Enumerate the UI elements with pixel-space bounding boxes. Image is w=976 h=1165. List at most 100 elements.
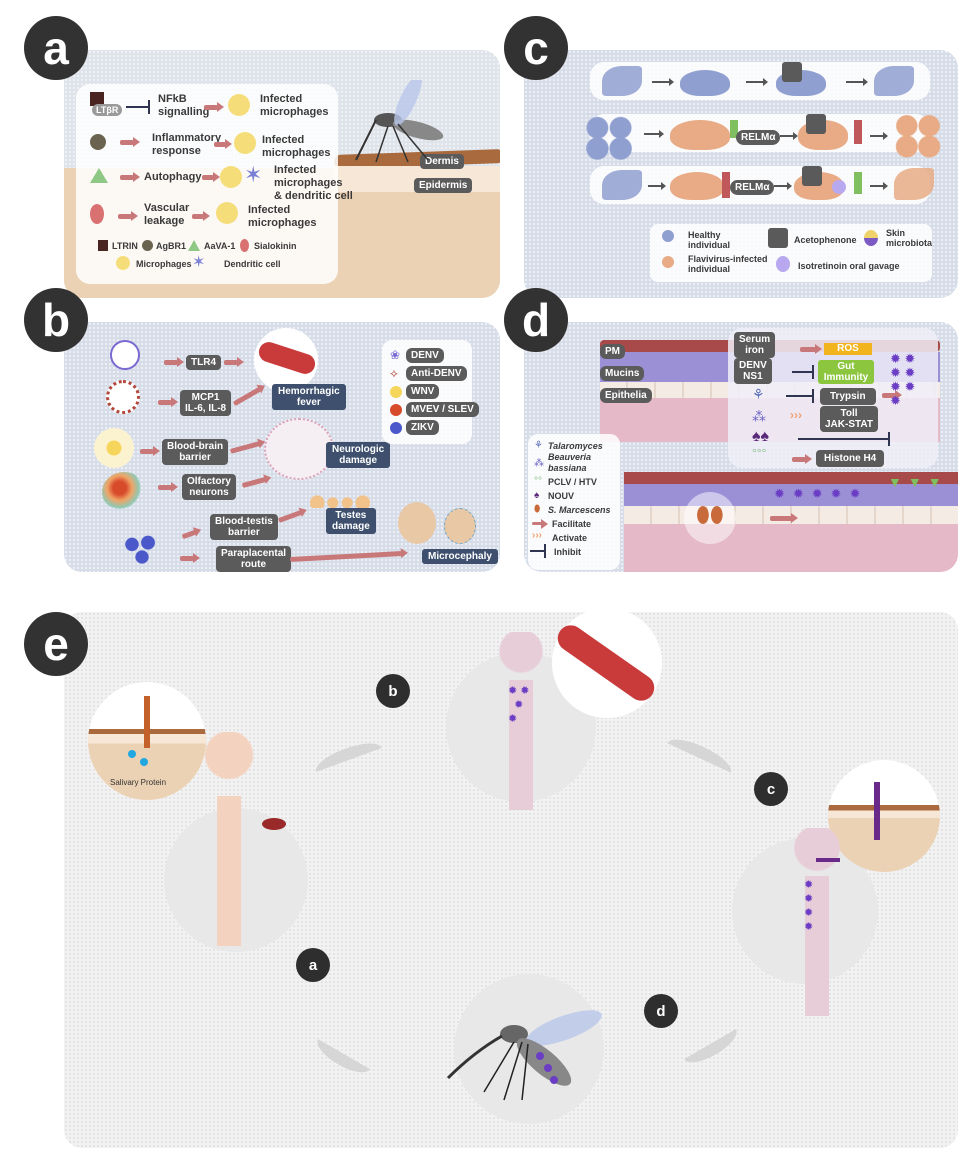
mosquito-healthy bbox=[874, 66, 914, 96]
purple-up-arrow-icon bbox=[874, 782, 880, 840]
legend-facilitate: Facilitate bbox=[552, 519, 592, 529]
virus-spread-icon: ✹✹✹✹✹ bbox=[774, 486, 869, 501]
layer-epithelia: Epithelia bbox=[600, 388, 652, 403]
legend-zikv: ZIKV bbox=[406, 420, 439, 435]
tissue-layer-bottom bbox=[624, 524, 958, 572]
legend-wnv-icon bbox=[390, 386, 402, 398]
macrophage-icon bbox=[220, 166, 242, 188]
anti-denv-source-icon bbox=[106, 380, 140, 414]
pclv-htv-icon: °°° bbox=[752, 446, 767, 460]
legend-aava1: AaVA-1 bbox=[204, 241, 236, 251]
mosquito-illustration bbox=[355, 80, 444, 163]
virus-particles-c: ✹✹✹✹ bbox=[804, 879, 814, 933]
legend-facilitate-icon bbox=[532, 519, 548, 529]
wnv-source-icon bbox=[94, 428, 134, 468]
down-arrow-icon bbox=[730, 120, 738, 138]
purple-arrow-icon bbox=[816, 858, 840, 862]
legend-pclv-icon: °° bbox=[534, 476, 542, 487]
cycle-arrow-c-to-d bbox=[678, 1018, 742, 1070]
human-figure-b bbox=[496, 632, 546, 822]
facilitate-arrow bbox=[277, 510, 303, 523]
dermis-label: Dermis bbox=[420, 154, 464, 169]
inhibit-arrow bbox=[786, 389, 814, 403]
legend-dendritic-swatch: ✶ bbox=[192, 254, 206, 271]
inhibit-arrow bbox=[792, 365, 814, 379]
legend-anti-denv: Anti-DENV bbox=[406, 366, 467, 381]
facilitate-arrow bbox=[181, 529, 197, 540]
acetophenone-icon bbox=[802, 166, 822, 186]
panel-e: Salivary Protein a ✹ ✹ ✹✹ b ✹✹✹✹ c d bbox=[64, 612, 958, 1148]
legend-acetophenone: Acetophenone bbox=[794, 235, 857, 245]
facilitate-arrow bbox=[800, 344, 822, 354]
epidermis-label: Epidermis bbox=[414, 178, 473, 193]
child-head-icon bbox=[398, 502, 436, 544]
legend-s-marcescens-icon: ⬮ bbox=[534, 504, 541, 515]
step-c-badge: c bbox=[754, 772, 788, 806]
legend-wnv: WNV bbox=[406, 384, 440, 399]
facilitate-arrow bbox=[792, 454, 812, 464]
legend-agbr1: AgBR1 bbox=[156, 241, 187, 251]
salivary-protein-dot bbox=[140, 758, 148, 766]
mouse-healthy bbox=[680, 70, 730, 96]
arrow bbox=[644, 130, 664, 138]
panel-a-badge: a bbox=[24, 16, 88, 80]
mediator-tlr4: TLR4 bbox=[186, 355, 221, 370]
arrow bbox=[652, 78, 674, 86]
facilitate-arrow bbox=[158, 397, 178, 407]
ltrin-icon bbox=[90, 92, 104, 106]
acetophenone-icon bbox=[782, 62, 802, 82]
virus-cluster-icon: ✹ ✹✹ ✹✹ ✹✹ bbox=[890, 351, 916, 408]
up-arrow-icon bbox=[854, 120, 862, 144]
arrow bbox=[780, 132, 798, 140]
arrow bbox=[846, 78, 868, 86]
s-marcescens-icon: ⬮⬮ bbox=[696, 502, 724, 527]
legend-sialokinin-swatch bbox=[240, 239, 249, 252]
nouv-icon: ♠♠ bbox=[752, 428, 769, 445]
legend-skin-microbiota-swatch bbox=[864, 230, 878, 246]
macrophage-icon bbox=[216, 202, 238, 224]
cycle-arrow-d-to-a bbox=[312, 1028, 376, 1080]
arrow bbox=[870, 132, 888, 140]
legend-s-marcescens: S. Marcescens bbox=[548, 505, 611, 515]
facilitate-arrow bbox=[882, 390, 902, 400]
legend-mvev-slev: MVEV / SLEV bbox=[406, 402, 479, 417]
legend-beauveria-icon: ⁂ bbox=[534, 458, 544, 469]
sialokinin-icon bbox=[90, 204, 104, 224]
aava1-icon bbox=[90, 168, 108, 183]
histone-box: Histone H4 bbox=[816, 450, 885, 467]
facilitate-arrow bbox=[232, 386, 262, 407]
legend-talaromyces: Talaromyces bbox=[548, 441, 603, 451]
legend-inhibit-icon bbox=[530, 544, 546, 558]
mouse-infected bbox=[670, 172, 724, 200]
legend-isotretinoin-swatch bbox=[776, 256, 790, 272]
facilitate-arrow bbox=[204, 102, 224, 112]
inhibit-arrow bbox=[798, 432, 890, 446]
cycle-arrow-b-to-c bbox=[662, 732, 736, 784]
legend-mvev-slev-icon bbox=[390, 404, 402, 416]
mosquitoes-infected bbox=[890, 112, 946, 158]
s-marcescens-illustration bbox=[684, 492, 736, 544]
arrow bbox=[870, 182, 888, 190]
legend-pclv-htv: PCLV / HTV bbox=[548, 477, 597, 487]
legend-ltrin-swatch bbox=[98, 240, 108, 251]
layer-mucins: Mucins bbox=[600, 366, 645, 381]
facilitate-arrow bbox=[180, 553, 200, 563]
trypsin-box: Trypsin bbox=[820, 388, 876, 405]
relm-label: RELMα bbox=[736, 130, 781, 145]
isotretinoin-icon bbox=[832, 180, 846, 194]
